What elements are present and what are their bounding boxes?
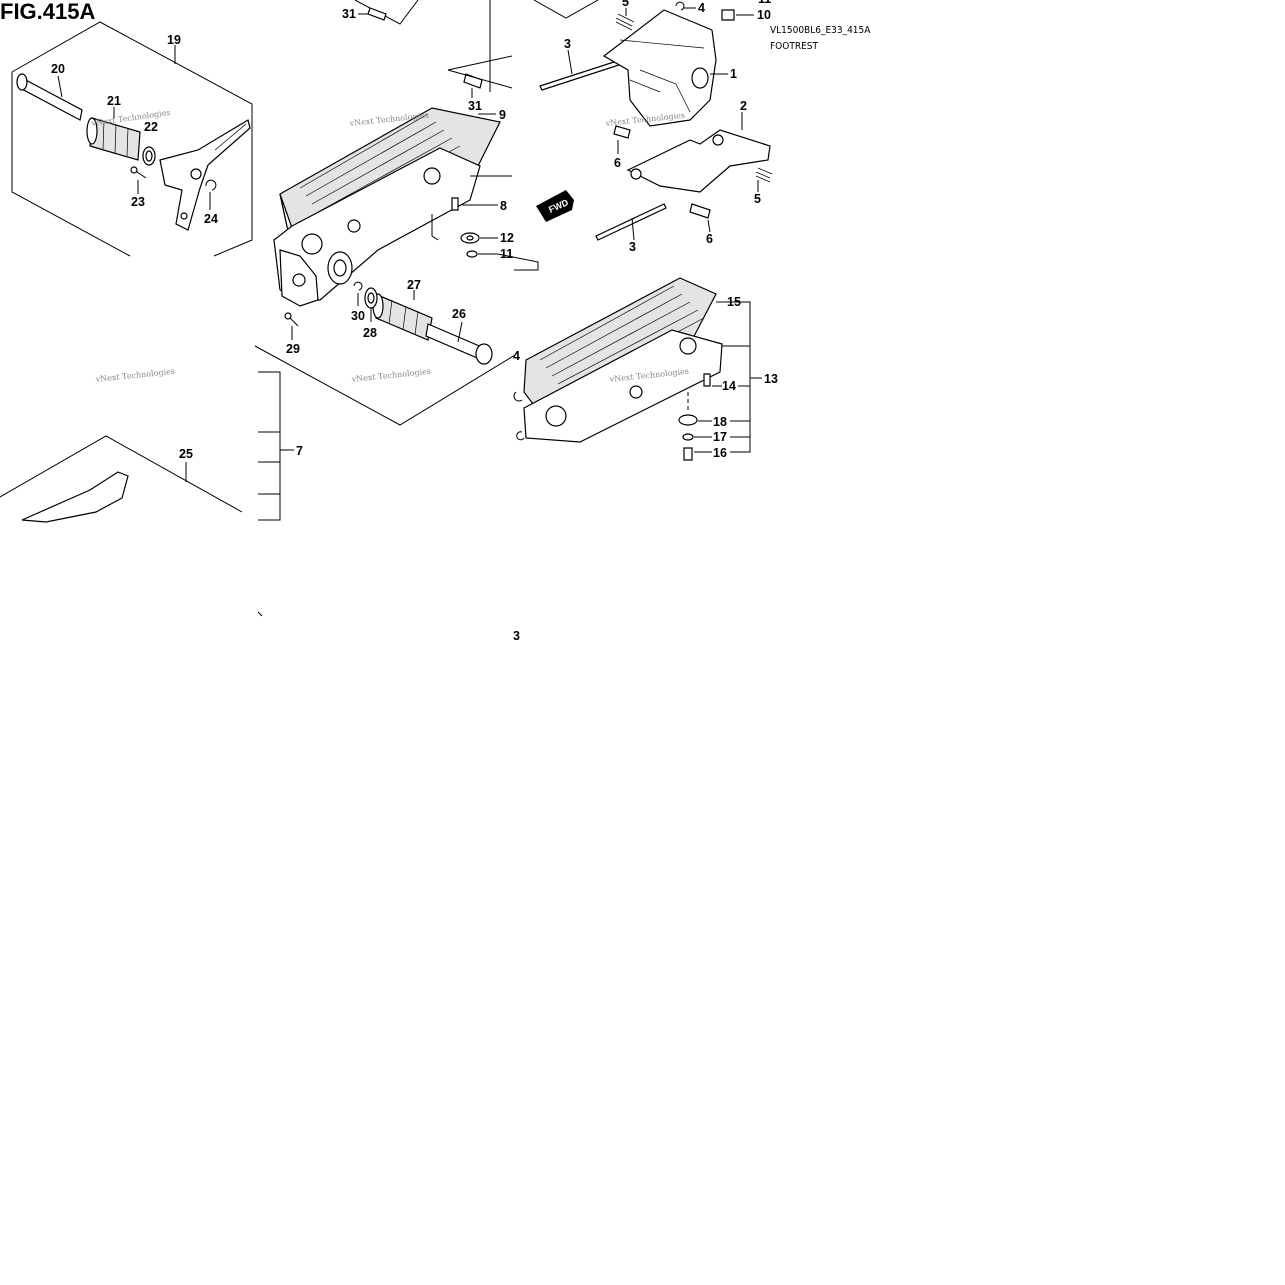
callout-25: 25: [179, 447, 193, 461]
fwd-arrow: FWD: [536, 190, 574, 222]
callout-22: 22: [144, 120, 158, 134]
callout-26: 26: [452, 307, 466, 321]
callout-4-upper: 4: [698, 1, 705, 15]
callout-21: 21: [107, 94, 121, 108]
callout-3-upper: 3: [564, 37, 571, 51]
callout-6-lower: 6: [706, 232, 713, 246]
callout-23: 23: [131, 195, 145, 209]
callout-11-center: 11: [500, 247, 513, 261]
section-name: FOOTREST: [770, 41, 818, 52]
callout-19: 19: [167, 33, 181, 47]
callout-20: 20: [51, 62, 65, 76]
callout-2: 2: [740, 99, 747, 113]
callouts: 1 2 3 3 4 4 5 5 6 6 7 8 9 10 11 11 12 13…: [51, 0, 778, 643]
lower-left-bracket-group: [0, 371, 294, 617]
callout-10: 10: [757, 8, 771, 22]
rider-footboard-assembly: [254, 0, 539, 426]
callout-28: 28: [363, 326, 377, 340]
callout-30: 30: [351, 309, 365, 323]
callout-17: 17: [713, 430, 727, 444]
callout-9: 9: [499, 108, 506, 122]
passenger-footrest-group: [11, 21, 253, 257]
callout-4-lower: 4: [513, 349, 520, 363]
callout-12: 12: [500, 231, 514, 245]
callout-1: 1: [730, 67, 737, 81]
callout-3-lower: 3: [629, 240, 636, 254]
callout-5-upper: 5: [622, 0, 629, 9]
callout-16: 16: [713, 446, 727, 460]
watermark-1: vNext Technologies: [90, 108, 171, 128]
callout-5-lower: 5: [754, 192, 761, 206]
watermark-5: vNext Technologies: [350, 367, 431, 384]
right-bracket-assembly: [533, 0, 773, 241]
callout-7: 7: [296, 444, 303, 458]
callout-29: 29: [286, 342, 300, 356]
figure-title: FIG.415A: [0, 0, 95, 24]
callout-14: 14: [722, 379, 736, 393]
callout-11-top: 11: [758, 0, 771, 6]
callout-6-upper: 6: [614, 156, 621, 170]
callout-15: 15: [727, 295, 741, 309]
callout-24: 24: [204, 212, 218, 226]
callout-27: 27: [407, 278, 421, 292]
callout-8: 8: [500, 199, 507, 213]
footboard-13-assembly: [513, 277, 762, 461]
callout-31-top: 31: [342, 7, 356, 21]
model-code: VL1500BL6_E33_415A: [770, 25, 871, 36]
callout-31-mid: 31: [468, 99, 482, 113]
callout-13: 13: [764, 372, 778, 386]
watermark-4: vNext Technologies: [94, 367, 175, 384]
callout-18: 18: [713, 415, 727, 429]
callout-3-fragment: 3: [513, 629, 520, 643]
